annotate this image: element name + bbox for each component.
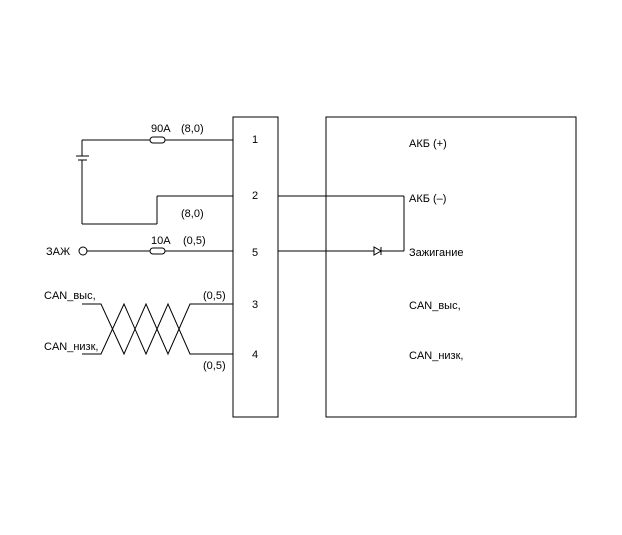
ignition-fuse-rating: 10A	[151, 235, 171, 247]
module-terminal-can-low: CAN_низк,	[409, 350, 463, 362]
connector-pin-3: 3	[252, 299, 258, 311]
can-low-wire	[82, 302, 233, 356]
can-low-wire-gauge: (0,5)	[203, 360, 226, 372]
module-block	[325, 116, 577, 418]
battery-circuit	[76, 136, 233, 225]
connector-pin-5: 5	[252, 247, 258, 259]
module-terminal-ignition: Зажигание	[409, 247, 464, 259]
connector-pin-2: 2	[252, 190, 258, 202]
main-fuse-rating: 90A	[151, 123, 171, 135]
ignition-fuse-wire-gauge: (0,5)	[183, 235, 206, 247]
can-high-wire-gauge: (0,5)	[203, 290, 226, 302]
can-high-label: CAN_выс,	[44, 290, 96, 302]
ground-to-module-wire	[278, 195, 405, 251]
ignition-terminal-icon	[78, 246, 88, 256]
connector-block	[232, 116, 279, 418]
ignition-circuit	[78, 246, 233, 256]
module-terminal-batt-minus: АКБ (–)	[409, 193, 446, 205]
main-fuse-wire-gauge: (8,0)	[181, 123, 204, 135]
ground-wire-gauge: (8,0)	[181, 208, 204, 220]
module-terminal-batt-plus: АКБ (+)	[409, 138, 447, 150]
main-fuse-icon	[149, 136, 166, 144]
ignition-fuse-icon	[149, 247, 166, 255]
connector-pin-4: 4	[252, 349, 258, 361]
diode-icon	[373, 246, 383, 256]
module-terminal-can-high: CAN_выс,	[409, 300, 461, 312]
ignition-source-label: ЗАЖ	[46, 246, 70, 258]
ignition-to-module-wire	[278, 246, 404, 256]
can-low-label: CAN_низк,	[44, 341, 98, 353]
connector-pin-1: 1	[252, 134, 258, 146]
can-twisted-pair	[82, 302, 233, 356]
